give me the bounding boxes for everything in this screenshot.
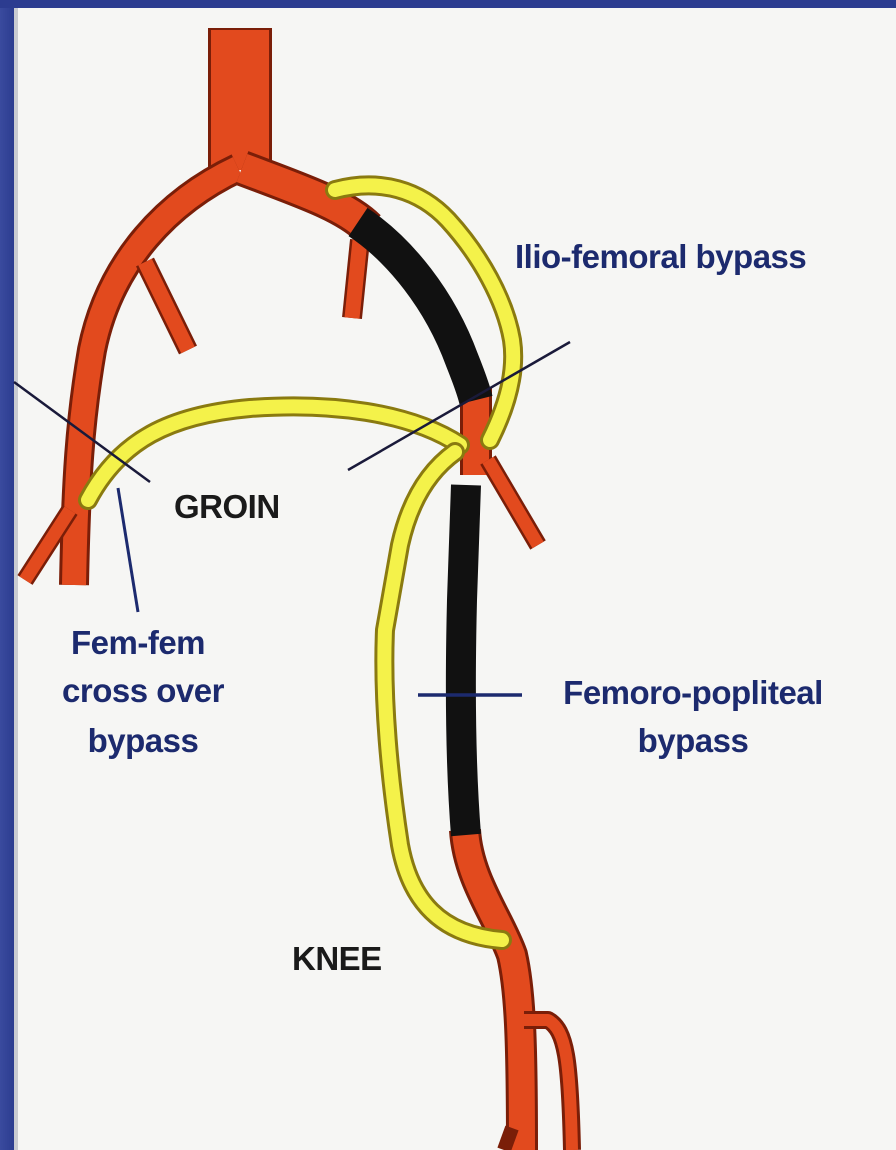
label-knee: KNEE: [292, 940, 382, 977]
label-fem-fem-line1: Fem-fem: [71, 624, 205, 661]
label-ilio-femoral-bypass: Ilio-femoral bypass: [515, 238, 806, 275]
label-fem-fem-line3: bypass: [88, 722, 199, 759]
label-groin: GROIN: [174, 488, 280, 525]
artery-tree: [25, 28, 572, 1150]
frame-top: [0, 0, 896, 8]
superficial-femoral-occlusion: [461, 485, 466, 835]
label-fem-fem-line2: cross over: [62, 672, 225, 709]
label-femoro-popliteal-line2: bypass: [638, 722, 749, 759]
label-femoro-popliteal-line1: Femoro-popliteal: [563, 674, 823, 711]
fem-fem-leader-line: [118, 488, 138, 612]
occluded-segments: [358, 222, 476, 835]
iliac-occlusion: [358, 222, 476, 400]
